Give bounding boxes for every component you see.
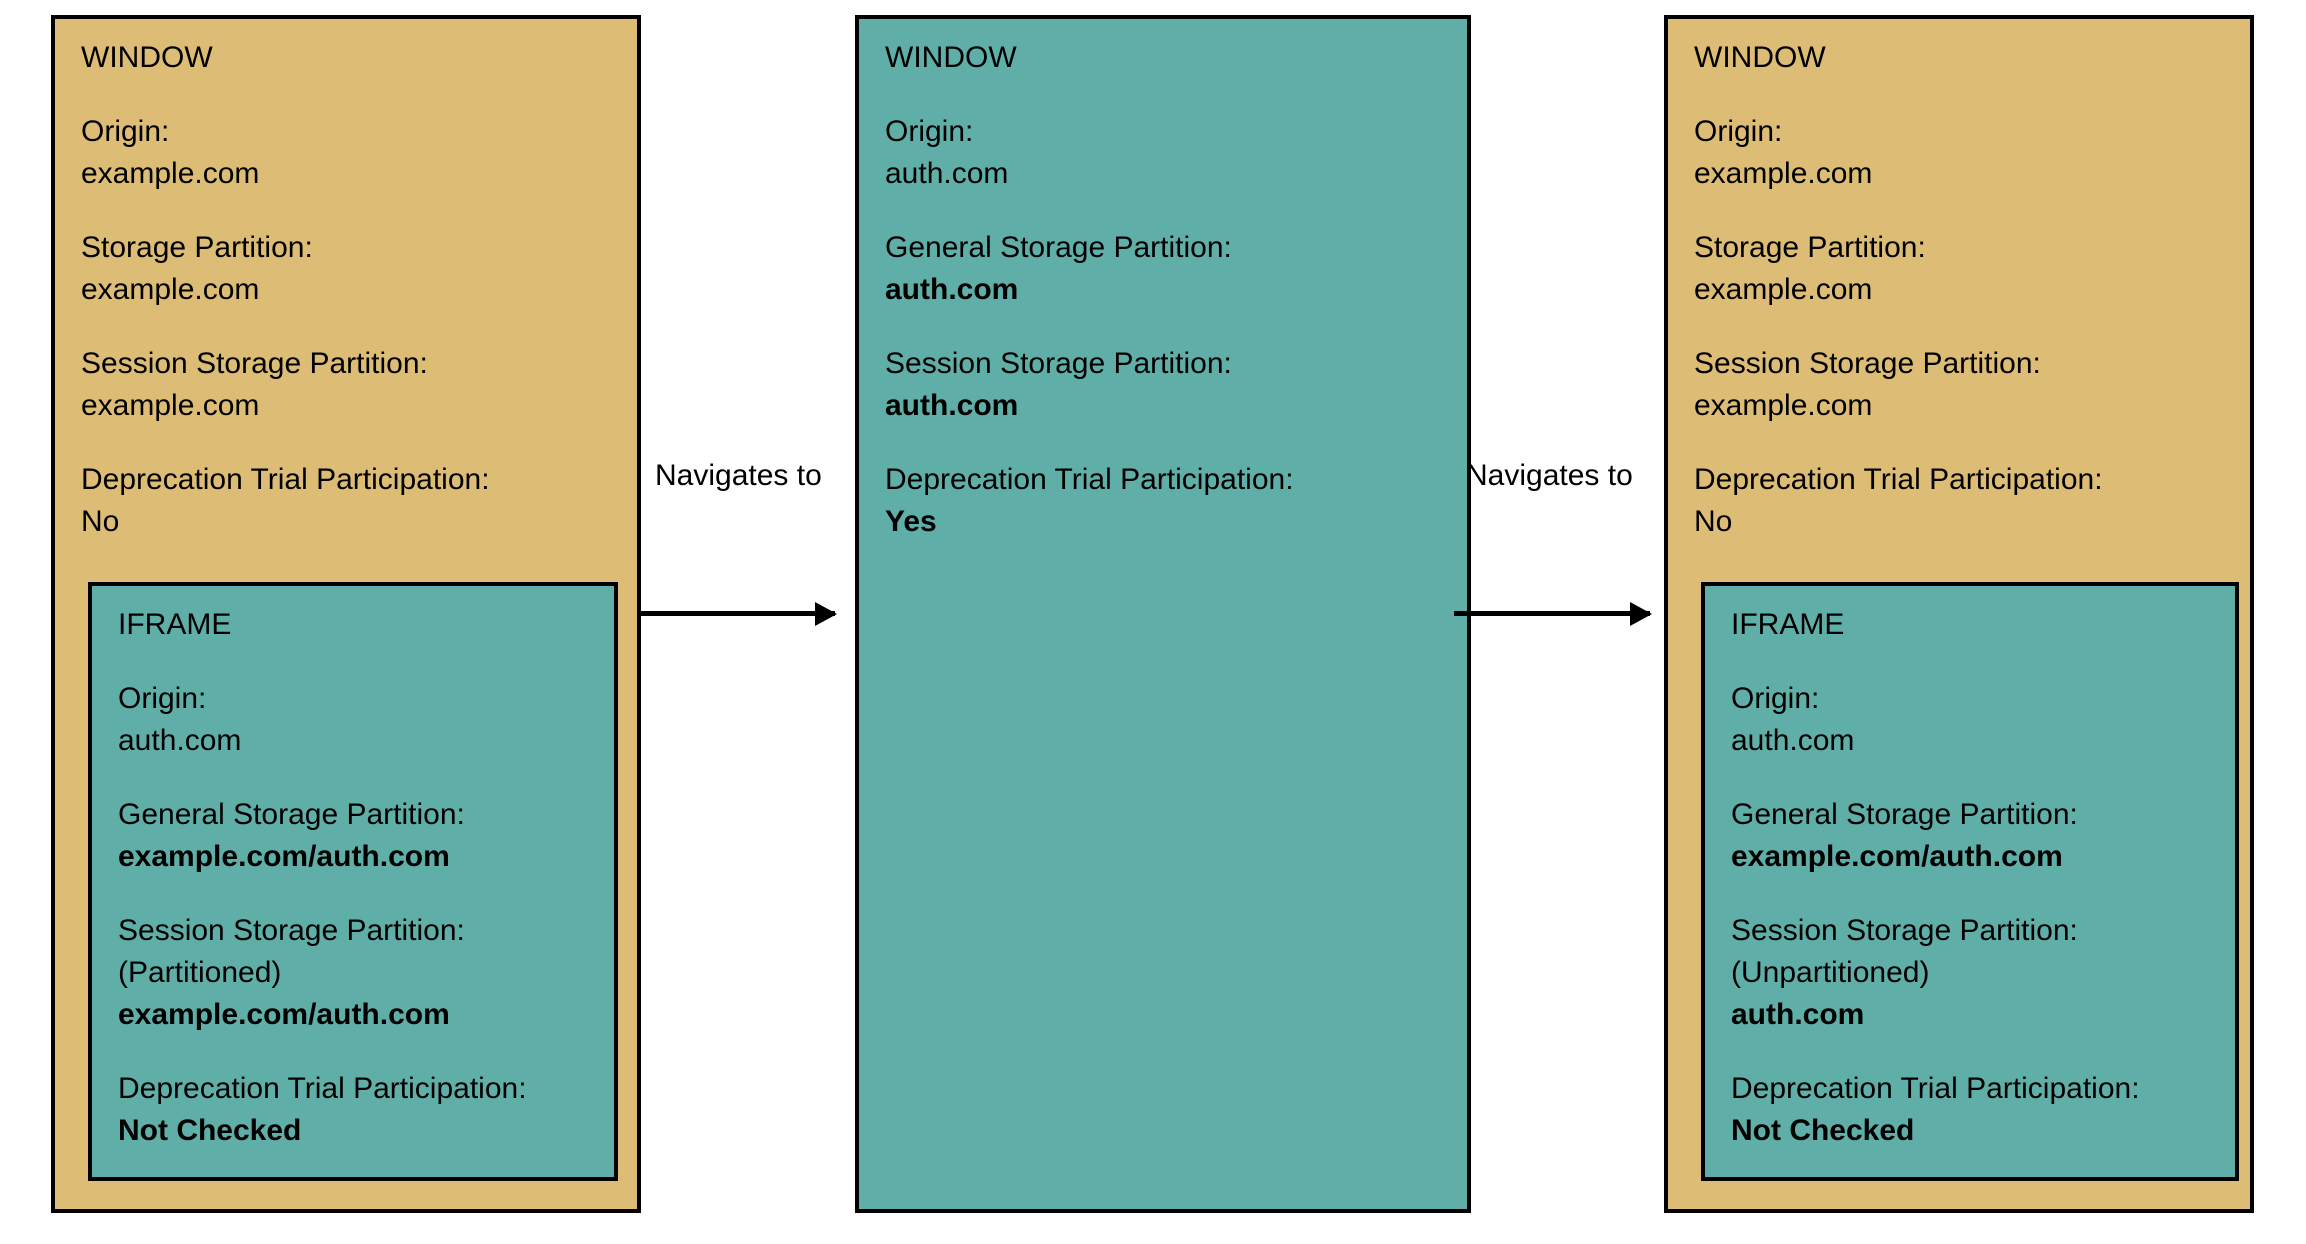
iframe-label: IFRAME [118, 608, 232, 641]
field-label: General Storage Partition: [885, 231, 1232, 264]
field-value: No [1694, 505, 1733, 538]
window-field-storage-partition: Storage Partition: example.com [81, 227, 617, 311]
field-label: Storage Partition: [81, 231, 313, 264]
iframe-field-deprecation-trial: Deprecation Trial Participation: Not Che… [118, 1068, 596, 1152]
field-value: example.com [1694, 273, 1873, 306]
field-value: example.com [1694, 389, 1873, 422]
connector-1-arrow [641, 611, 835, 616]
field-label: Origin: [1731, 682, 1820, 715]
field-label: Origin: [885, 115, 974, 148]
field-label: Origin: [81, 115, 170, 148]
field-value: No [81, 505, 120, 538]
iframe-field-origin: Origin: auth.com [1731, 678, 2217, 762]
window-field-deprecation-trial: Deprecation Trial Participation: Yes [885, 459, 1447, 543]
field-value: example.com [81, 273, 260, 306]
window-field-origin: Origin: example.com [1694, 111, 2230, 195]
window-panel-2-body: WINDOW Origin: auth.com General Storage … [885, 37, 1447, 543]
field-value: example.com/auth.com [118, 840, 450, 873]
field-value: auth.com [885, 273, 1019, 306]
iframe-label: IFRAME [1731, 608, 1845, 641]
field-value: auth.com [885, 157, 1009, 190]
iframe-field-general-storage-partition: General Storage Partition: example.com/a… [1731, 794, 2217, 878]
field-value: example.com [81, 157, 260, 190]
field-sublabel: (Partitioned) [118, 956, 282, 989]
field-label: General Storage Partition: [1731, 798, 2078, 831]
window-field-storage-partition: Storage Partition: example.com [1694, 227, 2230, 311]
iframe-field-general-storage-partition: General Storage Partition: example.com/a… [118, 794, 596, 878]
iframe-box-1-body: IFRAME Origin: auth.com General Storage … [118, 604, 596, 1152]
iframe-field-session-storage-partition: Session Storage Partition: (Partitioned)… [118, 910, 596, 1036]
window-panel-2: WINDOW Origin: auth.com General Storage … [855, 15, 1471, 1213]
field-label: Storage Partition: [1694, 231, 1926, 264]
window-field-deprecation-trial: Deprecation Trial Participation: No [1694, 459, 2230, 543]
field-label: General Storage Partition: [118, 798, 465, 831]
window-field-deprecation-trial: Deprecation Trial Participation: No [81, 459, 617, 543]
connector-1-label: Navigates to [655, 459, 822, 492]
window-panel-3-body: WINDOW Origin: example.com Storage Parti… [1694, 37, 2230, 543]
window-field-session-storage-partition: Session Storage Partition: example.com [81, 343, 617, 427]
window-panel-1: WINDOW Origin: example.com Storage Parti… [51, 15, 641, 1213]
iframe-field-session-storage-partition: Session Storage Partition: (Unpartitione… [1731, 910, 2217, 1036]
field-label: Origin: [118, 682, 207, 715]
field-label: Session Storage Partition: [1694, 347, 2041, 380]
window-field-origin: Origin: example.com [81, 111, 617, 195]
field-label: Deprecation Trial Participation: [81, 463, 490, 496]
window-panel-3: WINDOW Origin: example.com Storage Parti… [1664, 15, 2254, 1213]
iframe-box-1: IFRAME Origin: auth.com General Storage … [88, 582, 618, 1181]
field-value: example.com [1694, 157, 1873, 190]
field-sublabel: (Unpartitioned) [1731, 956, 1930, 989]
field-label: Session Storage Partition: [885, 347, 1232, 380]
window-panel-1-body: WINDOW Origin: example.com Storage Parti… [81, 37, 617, 543]
field-value: example.com [81, 389, 260, 422]
field-label: Deprecation Trial Participation: [1694, 463, 2103, 496]
field-label: Session Storage Partition: [81, 347, 428, 380]
field-value: Yes [885, 505, 937, 538]
connector-2-label: Navigates to [1466, 459, 1633, 492]
window-label: WINDOW [1694, 41, 1826, 74]
window-field-session-storage-partition: Session Storage Partition: example.com [1694, 343, 2230, 427]
iframe-field-origin: Origin: auth.com [118, 678, 596, 762]
iframe-box-3-body: IFRAME Origin: auth.com General Storage … [1731, 604, 2217, 1152]
field-label: Deprecation Trial Participation: [118, 1072, 527, 1105]
field-label: Session Storage Partition: [118, 914, 465, 947]
window-field-origin: Origin: auth.com [885, 111, 1447, 195]
field-value: auth.com [885, 389, 1019, 422]
field-label: Deprecation Trial Participation: [1731, 1072, 2140, 1105]
field-label: Origin: [1694, 115, 1783, 148]
field-value: example.com/auth.com [1731, 840, 2063, 873]
field-label: Session Storage Partition: [1731, 914, 2078, 947]
iframe-field-deprecation-trial: Deprecation Trial Participation: Not Che… [1731, 1068, 2217, 1152]
field-value: auth.com [1731, 998, 1865, 1031]
field-value: Not Checked [1731, 1114, 1915, 1147]
field-label: Deprecation Trial Participation: [885, 463, 1294, 496]
window-field-session-storage-partition: Session Storage Partition: auth.com [885, 343, 1447, 427]
field-value: auth.com [1731, 724, 1855, 757]
connector-2-arrow [1454, 611, 1650, 616]
field-value: example.com/auth.com [118, 998, 450, 1031]
window-label: WINDOW [81, 41, 213, 74]
iframe-box-3: IFRAME Origin: auth.com General Storage … [1701, 582, 2239, 1181]
window-label: WINDOW [885, 41, 1017, 74]
window-field-general-storage-partition: General Storage Partition: auth.com [885, 227, 1447, 311]
field-value: Not Checked [118, 1114, 302, 1147]
field-value: auth.com [118, 724, 242, 757]
